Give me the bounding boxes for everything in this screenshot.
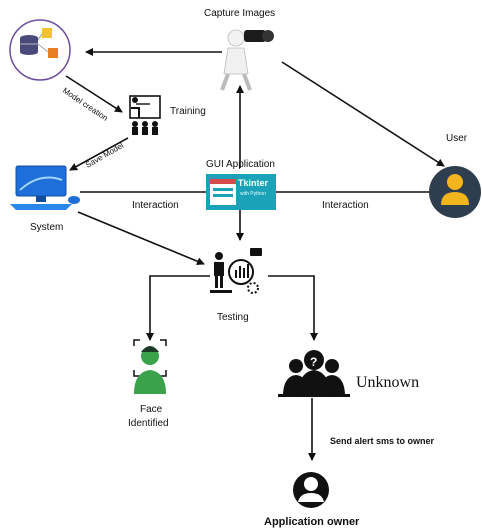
label-capture-images: Capture Images [204, 8, 276, 19]
database-icon [9, 19, 71, 81]
arrow-testing-to-unknown [268, 275, 318, 341]
analysis-icon [210, 248, 262, 294]
svg-text:?: ? [310, 355, 317, 369]
arrow-database-to-training [65, 75, 123, 113]
arrow-system-to-testing [77, 211, 205, 266]
computer-icon [10, 165, 80, 210]
arrow-capture-to-user [281, 61, 445, 167]
label-application-owner: Application owner [264, 516, 360, 528]
label-tkinter-title: Tkinter [238, 178, 269, 188]
connectors [65, 48, 445, 461]
arrow-testing-to-face [146, 275, 210, 341]
label-unknown: Unknown [356, 374, 420, 391]
camera-person-icon [220, 29, 274, 91]
label-face-line2: Identified [128, 418, 169, 429]
label-send-alert: Send alert sms to owner [330, 436, 435, 446]
label-user: User [446, 133, 468, 144]
label-system: System [30, 222, 64, 233]
user-avatar-icon [429, 166, 481, 218]
owner-avatar-icon [293, 472, 329, 508]
tkinter-window-icon [206, 174, 276, 210]
face-scan-icon [133, 339, 167, 394]
label-gui-application: GUI Application [206, 159, 275, 170]
label-testing: Testing [217, 312, 249, 323]
label-interaction-right: Interaction [322, 200, 369, 211]
label-face-line1: Face [140, 404, 163, 415]
label-interaction-left: Interaction [132, 200, 179, 211]
training-icon [129, 95, 161, 135]
label-tkinter-sub: with Python [240, 191, 266, 197]
label-training: Training [170, 106, 206, 117]
arrow-training-to-system [69, 137, 129, 171]
unknown-group-icon: ? [278, 350, 350, 397]
